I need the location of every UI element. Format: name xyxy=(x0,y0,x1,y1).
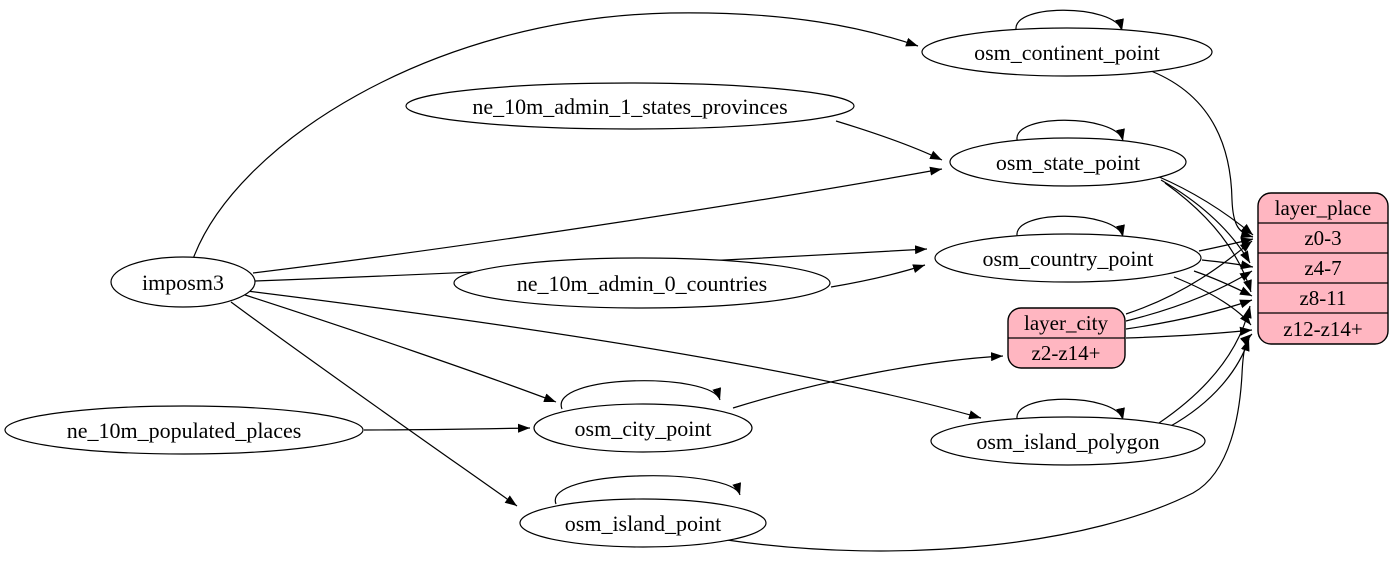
edge-osm_country_point-layer_place-z12-z14 xyxy=(1173,276,1252,326)
edge-ne_10m_populated_places-osm_city_point xyxy=(363,423,531,433)
node-shape-osm_country_point xyxy=(934,233,1202,283)
record-layer_place: layer_place z0-3 z4-7 z8-11 z12-z14+ xyxy=(1257,192,1389,345)
edge-ne_10m_admin_0_countries-osm_country_point xyxy=(830,264,926,288)
self-loop-osm_continent_point xyxy=(1015,9,1124,34)
node-shape-osm_city_point xyxy=(533,403,753,453)
self-loop-osm_island_point xyxy=(554,475,741,505)
edge-layer_city-layer_place-z12-z14 xyxy=(1125,326,1253,339)
edge-osm_state_point-layer_place-z0-3 xyxy=(1156,175,1254,236)
edge-imposm3-osm_island_polygon xyxy=(246,290,982,420)
node-label-ne_10m_admin_1_states_provinces: ne_10m_admin_1_states_provinces xyxy=(472,94,787,119)
edge-osm_state_point-layer_place-z4-7 xyxy=(1160,179,1251,264)
node-osm_city_point: osm_city_point xyxy=(533,403,753,453)
edge-osm_island_polygon-layer_place-z8-11 xyxy=(1158,305,1252,424)
edge-imposm3-osm_island_point xyxy=(230,301,518,507)
edge-layer_city-layer_place-z8-11 xyxy=(1125,299,1253,330)
self-loop-osm_city_point xyxy=(560,380,721,410)
edge-osm_island_point-layer_place-z12-z14 xyxy=(726,333,1253,552)
edge-imposm3-osm_state_point xyxy=(252,166,943,274)
edge-imposm3-osm_continent_point xyxy=(192,12,919,260)
node-label-osm_city_point: osm_city_point xyxy=(575,416,712,441)
record-row-layer_place-z4-7: z4-7 xyxy=(1304,256,1341,280)
node-label-osm_island_polygon: osm_island_polygon xyxy=(976,429,1159,454)
node-imposm3: imposm3 xyxy=(110,256,256,308)
record-row-layer_place-z0-3: z0-3 xyxy=(1304,226,1341,250)
edges-group xyxy=(192,9,1254,552)
node-osm_continent_point: osm_continent_point xyxy=(921,27,1213,77)
node-ne_10m_admin_0_countries: ne_10m_admin_0_countries xyxy=(453,257,831,309)
edge-osm_country_point-layer_place-z4-7 xyxy=(1201,259,1254,270)
record-title-layer_city: layer_city xyxy=(1024,311,1108,335)
node-shape-imposm3 xyxy=(110,256,256,308)
node-shape-ne_10m_admin_1_states_provinces xyxy=(405,82,855,130)
edge-osm_continent_point-layer_place-z0-3 xyxy=(1150,70,1254,239)
node-label-osm_country_point: osm_country_point xyxy=(982,246,1153,271)
node-osm_island_point: osm_island_point xyxy=(519,498,767,548)
self-loop-osm_country_point xyxy=(1016,215,1125,240)
node-shape-osm_continent_point xyxy=(921,27,1213,77)
node-label-imposm3: imposm3 xyxy=(142,270,224,295)
node-label-osm_continent_point: osm_continent_point xyxy=(974,40,1160,65)
node-shape-osm_island_polygon xyxy=(930,416,1206,466)
node-shape-ne_10m_admin_0_countries xyxy=(453,257,831,309)
edge-layer_city-layer_place-z0-3 xyxy=(1125,240,1253,315)
node-ne_10m_admin_1_states_provinces: ne_10m_admin_1_states_provinces xyxy=(405,82,855,130)
node-shape-osm_island_point xyxy=(519,498,767,548)
node-osm_country_point: osm_country_point xyxy=(934,233,1202,283)
node-label-ne_10m_admin_0_countries: ne_10m_admin_0_countries xyxy=(517,271,768,296)
node-ne_10m_populated_places: ne_10m_populated_places xyxy=(4,405,364,455)
record-shape-layer_place xyxy=(1257,192,1389,345)
self-loop-osm_island_polygon xyxy=(1016,398,1125,423)
node-shape-ne_10m_populated_places xyxy=(4,405,364,455)
edge-layer_city-layer_place-z4-7 xyxy=(1125,270,1253,322)
node-label-ne_10m_populated_places: ne_10m_populated_places xyxy=(67,418,302,443)
edge-osm_country_point-layer_place-z8-11 xyxy=(1193,270,1253,297)
node-osm_state_point: osm_state_point xyxy=(949,137,1187,187)
node-shape-osm_state_point xyxy=(949,137,1187,187)
self-loop-osm_state_point xyxy=(1016,119,1125,144)
node-osm_island_polygon: osm_island_polygon xyxy=(930,416,1206,466)
record-title-layer_place: layer_place xyxy=(1275,196,1372,220)
edge-osm_city_point-layer_city xyxy=(732,352,1004,409)
node-label-osm_state_point: osm_state_point xyxy=(996,150,1140,175)
record-row-layer_city-z2-z14: z2-z14+ xyxy=(1032,341,1101,365)
record-row-layer_place-z8-11: z8-11 xyxy=(1299,286,1346,310)
edge-imposm3-osm_city_point xyxy=(241,293,557,403)
record-row-layer_place-z12-z14: z12-z14+ xyxy=(1283,317,1362,341)
node-label-osm_island_point: osm_island_point xyxy=(565,511,721,536)
record-layer_city: layer_city z2-z14+ xyxy=(1007,307,1126,369)
edge-osm_country_point-layer_place-z0-3 xyxy=(1198,237,1254,252)
edge-ne_10m_admin_1_states_provinces-osm_state_point xyxy=(835,120,943,161)
